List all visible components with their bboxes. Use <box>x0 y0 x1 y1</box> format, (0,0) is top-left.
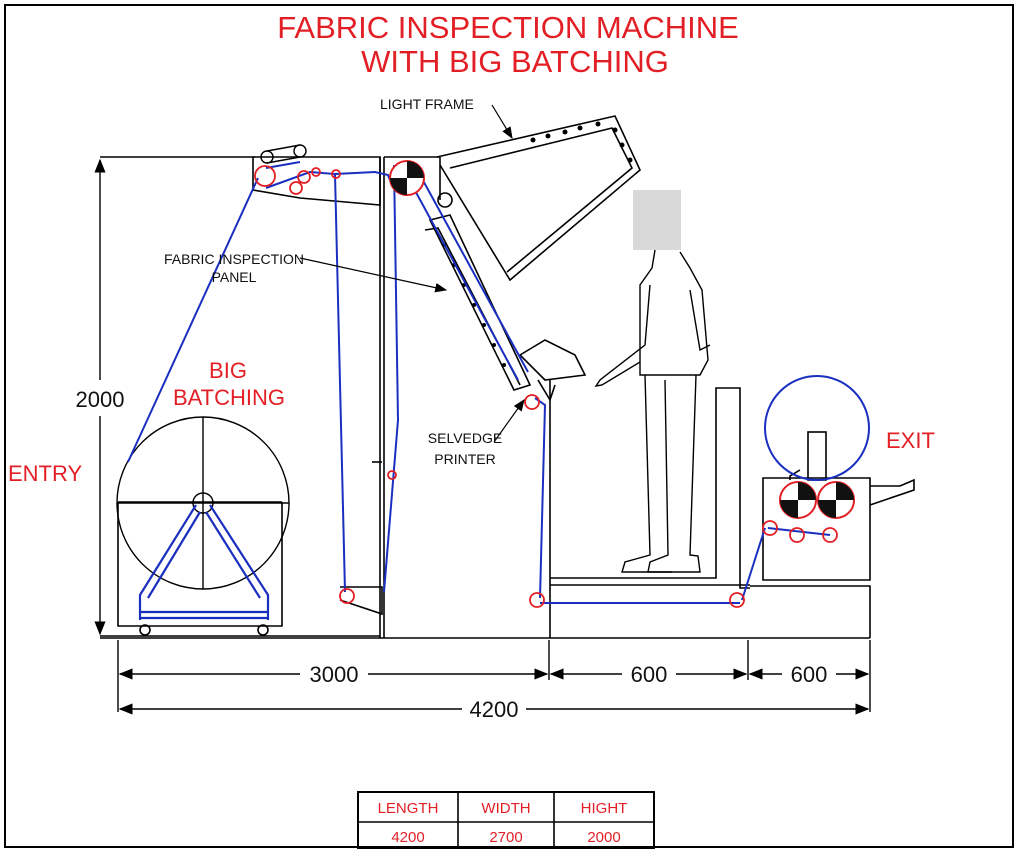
drive-roller-exit-left <box>779 481 817 519</box>
dim-entry-section: 3000 <box>310 662 359 687</box>
label-entry: ENTRY <box>8 461 82 486</box>
operator-figure <box>594 190 711 573</box>
top-guide-rollers <box>260 144 307 164</box>
dimension-lines <box>94 158 871 715</box>
leader-lines <box>299 104 525 443</box>
spec-header-height: HIGHT <box>581 800 628 817</box>
rollers <box>254 165 838 608</box>
title-line1: FABRIC INSPECTION MACHINE <box>277 10 739 45</box>
title-line2: WITH BIG BATCHING <box>361 44 669 79</box>
label-panel-line2: PANEL <box>212 269 257 285</box>
dim-exit-section: 600 <box>791 662 828 687</box>
inspection-panel-lamps <box>442 243 506 367</box>
label-selvedge-line2: PRINTER <box>434 451 495 467</box>
label-exit: EXIT <box>886 428 935 453</box>
spec-header-length: LENGTH <box>378 800 439 817</box>
exit-fabric-roll <box>764 375 870 481</box>
drive-roller-top <box>389 160 425 196</box>
dim-height: 2000 <box>76 387 125 412</box>
drive-roller-exit-right <box>817 481 855 519</box>
dim-middle-section: 600 <box>631 662 668 687</box>
batching-stand-legs <box>138 504 270 620</box>
big-batching-roll <box>116 416 290 590</box>
spec-value-height: 2000 <box>587 829 620 846</box>
dim-overall-length: 4200 <box>470 697 519 722</box>
label-batching-line1: BIG <box>209 358 247 383</box>
spec-header-width: WIDTH <box>481 800 530 817</box>
spec-table: LENGTH WIDTH HIGHT 4200 2700 2000 <box>357 791 655 849</box>
light-frame-lamps <box>530 121 633 163</box>
label-panel-line1: FABRIC INSPECTION <box>164 251 304 267</box>
label-light-frame: LIGHT FRAME <box>380 96 474 112</box>
label-batching-line2: BATCHING <box>173 385 285 410</box>
spec-value-length: 4200 <box>391 829 424 846</box>
spec-value-width: 2700 <box>489 829 522 846</box>
label-selvedge-line1: SELVEDGE <box>428 430 502 446</box>
